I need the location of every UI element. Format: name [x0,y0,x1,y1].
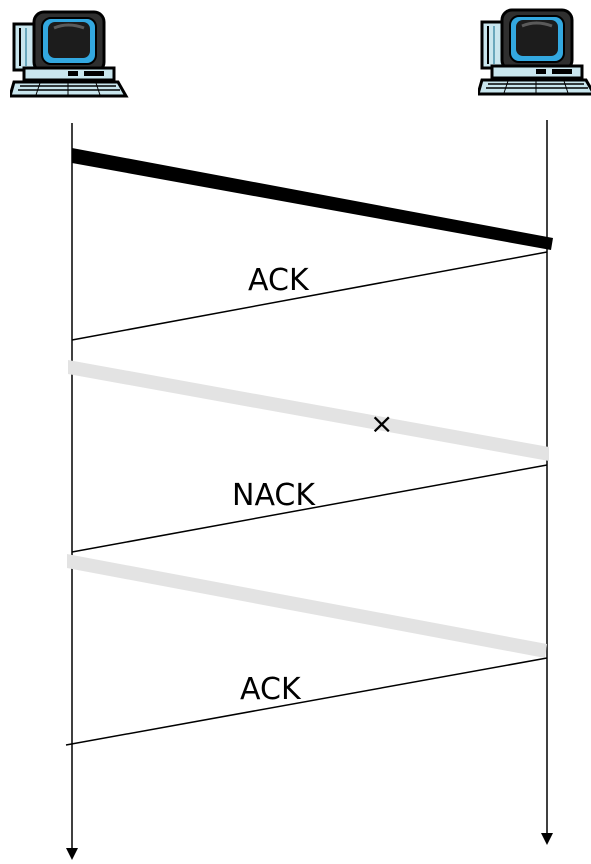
ack-label-2: ACK [240,672,302,707]
sender-computer-icon [10,10,128,98]
ack-line-1 [71,251,548,341]
receiver-computer-icon [478,8,591,96]
loss-mark: × [370,407,393,440]
retransmitted-packet [67,554,547,658]
corrupted-packet-1 [68,360,549,461]
receiver-timeline-arrowhead [541,833,553,845]
nack-line [71,464,548,553]
nack-label: NACK [232,478,316,513]
ack-label-1: ACK [248,263,310,298]
sender-timeline-arrowhead [66,848,78,860]
ack-line-2 [65,657,548,746]
data-packet-1 [72,148,553,250]
